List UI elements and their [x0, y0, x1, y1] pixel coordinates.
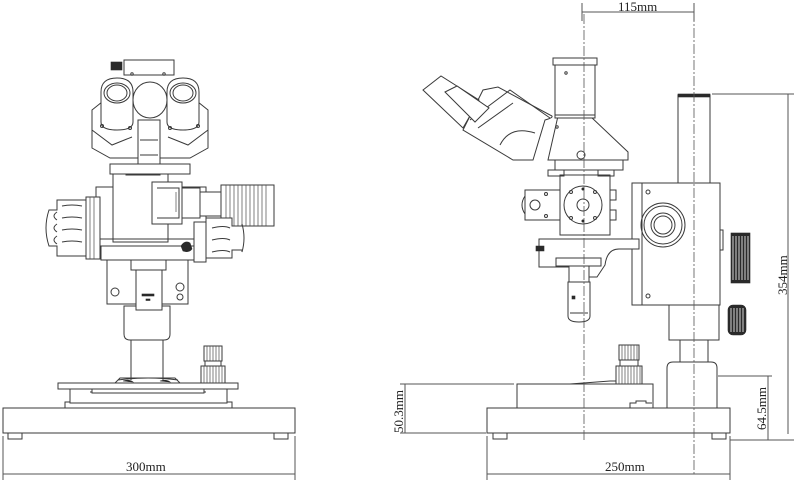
front-stage: [57, 377, 239, 404]
front-base: [2, 388, 296, 440]
front-objective: [106, 257, 189, 311]
side-arm: [535, 238, 640, 323]
front-illuminator: [95, 165, 275, 261]
dimension-50-3mm: [400, 383, 514, 434]
dimension-64-5mm: [718, 375, 772, 440]
label-250mm: 250mm: [605, 459, 645, 474]
front-coarse-knob-left: [45, 196, 101, 260]
dimension-300mm: [2, 436, 296, 480]
front-focus-knob: [200, 345, 226, 384]
label-300mm: 300mm: [126, 459, 166, 474]
side-focus-block: [631, 182, 751, 336]
side-view: [400, 3, 794, 480]
dimension-250mm: [486, 436, 731, 480]
side-illuminator: [521, 169, 617, 236]
dimension-354mm: [712, 93, 794, 441]
label-50-3mm: 50.3mm: [391, 390, 406, 433]
label-64-5mm: 64.5mm: [754, 387, 769, 430]
dimension-115mm: [581, 3, 695, 21]
label-354mm: 354mm: [775, 255, 790, 295]
front-coarse-knob-right: [193, 217, 245, 263]
side-trinocular-head: [422, 57, 629, 171]
side-focus-knob: [615, 344, 643, 385]
front-pillar: [123, 305, 171, 380]
side-base: [486, 380, 731, 440]
front-view: [2, 59, 296, 480]
label-115mm: 115mm: [618, 0, 658, 14]
front-eyepieces: [100, 77, 200, 131]
